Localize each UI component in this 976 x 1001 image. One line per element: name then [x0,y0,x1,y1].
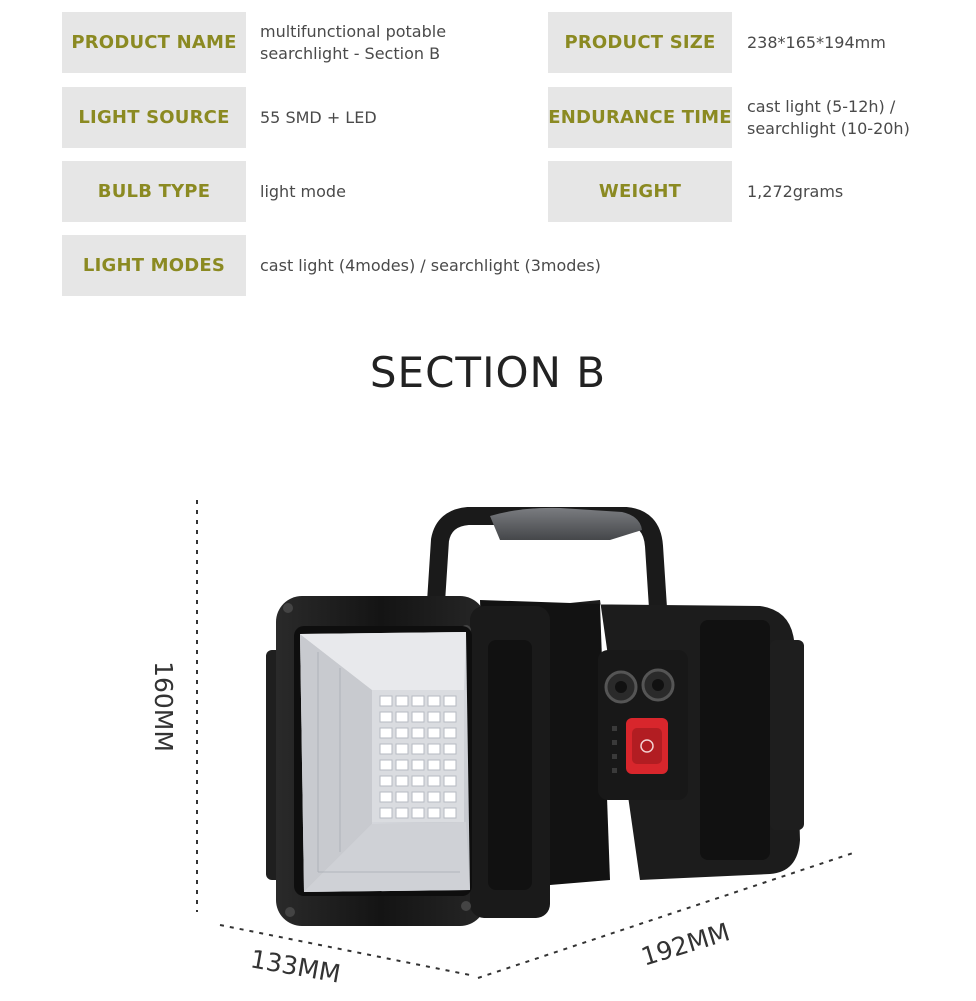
handle [427,507,667,609]
height-dimension-label: 160MM [148,661,178,752]
led-grid [379,695,457,819]
front-head [266,596,550,926]
light-modes-label: LIGHT MODES [62,235,246,296]
dimension-lines [196,500,857,979]
bulb-type-label: BULB TYPE [62,161,246,222]
product-name-value: multifunctional potable searchlight - Se… [260,21,447,63]
product-size-value: 238*165*194mm [747,32,886,52]
light-source-label: LIGHT SOURCE [62,87,246,148]
light-modes-value: cast light (4modes) / searchlight (3mode… [260,255,601,275]
bulb-type-value: light mode [260,181,346,201]
control-panel [598,650,688,800]
weight-label: WEIGHT [548,161,732,222]
product-name-label: PRODUCT NAME [62,12,246,73]
endurance-time-value: cast light (5-12h) / searchlight (10-20h… [747,96,910,138]
endurance-time-label: ENDURANCE TIME [548,87,732,148]
weight-value: 1,272grams [747,181,844,201]
product-size-label: PRODUCT SIZE [548,12,732,73]
section-title: SECTION B [369,348,607,397]
light-source-value: 55 SMD + LED [260,107,377,127]
